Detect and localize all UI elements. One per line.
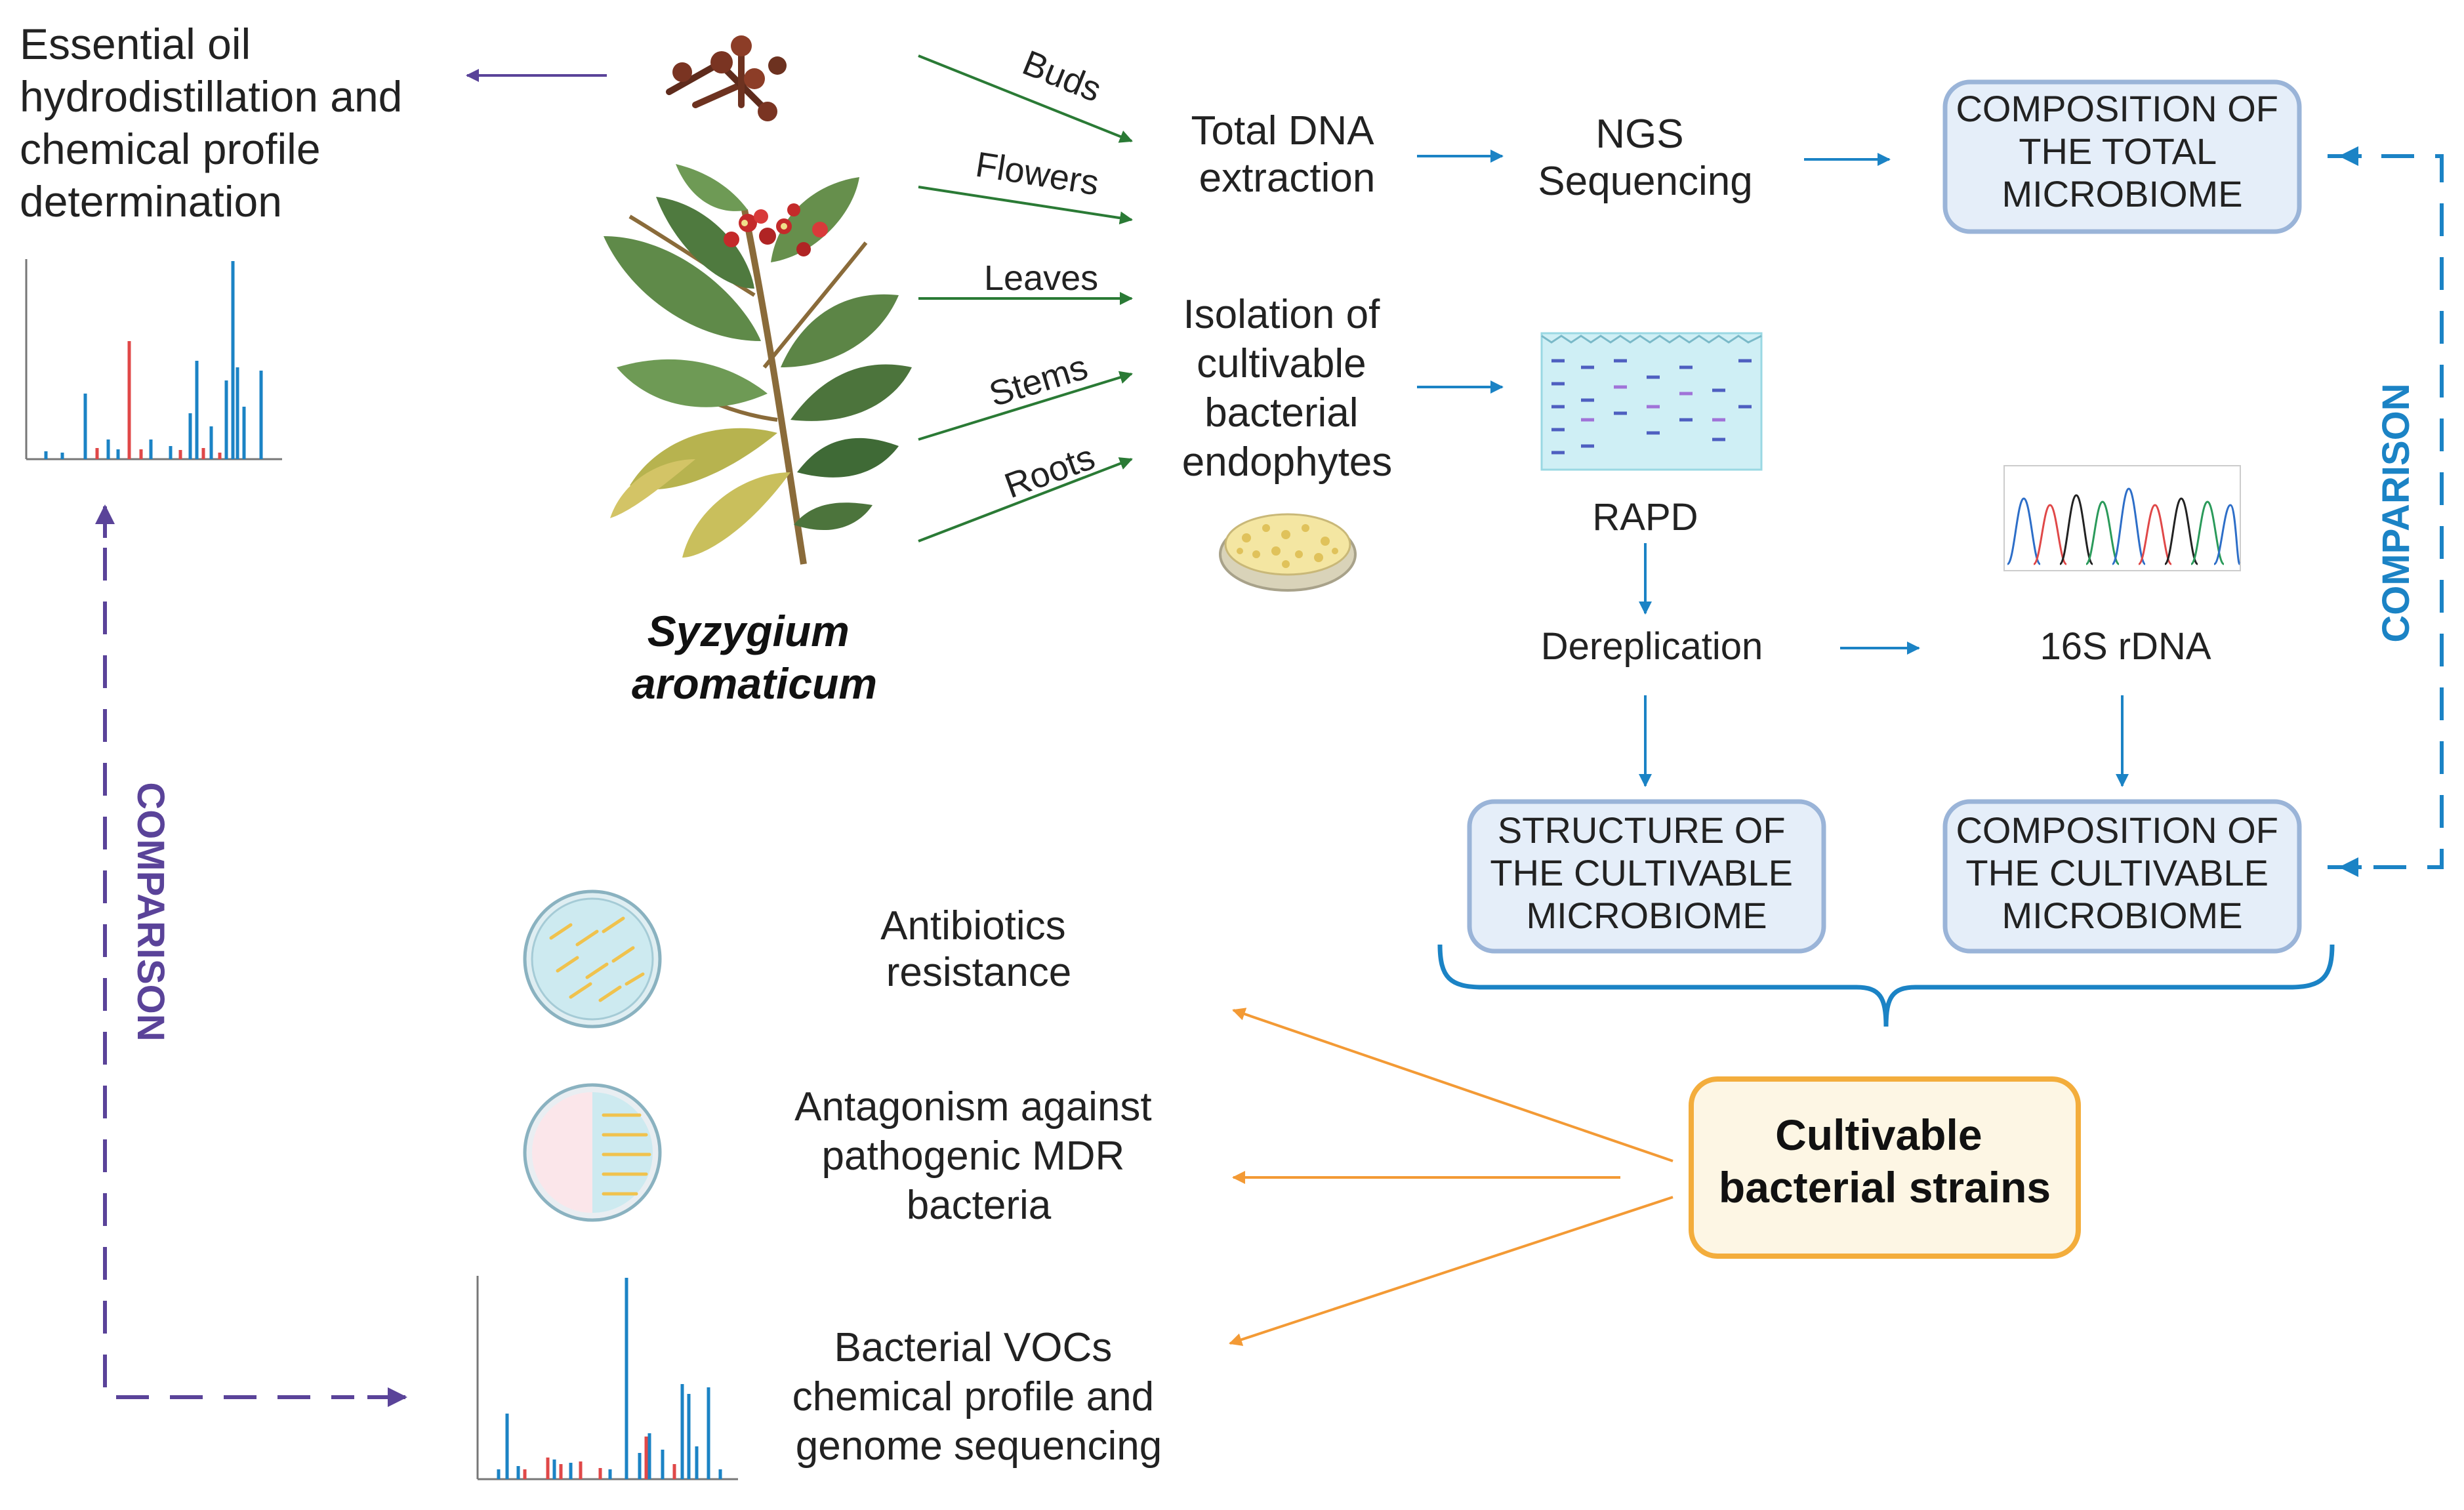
left-comparison-bracket (103, 548, 354, 1399)
left-comparison-label: COMPARISON (129, 782, 172, 1041)
right-comparison-label: COMPARISON (2375, 383, 2417, 642)
strains-to-vocs-arrow (1229, 1196, 1673, 1346)
structure-cultivable-label: STRUCTURE OF THE CULTIVABLE MICROBIOME (1490, 809, 1803, 936)
total-microbiome-label: COMPOSITION OF THE TOTAL MICROBIOME (1956, 88, 2288, 214)
essential-oil-chromatogram (25, 259, 282, 460)
rdna-label: 16S rDNA (2040, 625, 2211, 668)
essential-oil-label: Essential oil hydrodistillation and chem… (20, 20, 415, 226)
composition-cultivable-box (1942, 799, 2302, 954)
ngs-sequencing-label: NGS Sequencing (1538, 112, 1753, 204)
right-comparison-bracket (2328, 154, 2444, 869)
isolation-label: Isolation of cultivable bacterial endoph… (1182, 292, 1393, 485)
buds-arrow (918, 54, 1133, 143)
roots-arrow (918, 457, 1133, 542)
antagonism-dish-icon (523, 1083, 662, 1222)
part-leaves-label: Leaves (984, 258, 1098, 298)
flowers-arrow (918, 186, 1133, 225)
clove-plant-icon (604, 164, 912, 565)
antibiotics-dish-icon (523, 889, 662, 1029)
rapd-label: RAPD (1592, 496, 1698, 539)
strains-to-antibiotics-arrow (1232, 1008, 1673, 1162)
total-microbiome-box (1942, 79, 2302, 234)
cultivable-brace (1437, 944, 2335, 1027)
structure-cultivable-box (1467, 799, 1826, 954)
clove-buds-icon (666, 35, 787, 121)
culture-dish-icon (1219, 513, 1357, 592)
part-stems-label: Stems (985, 347, 1092, 414)
cultivable-strains-label: Cultivable bacterial strains (1719, 1111, 2051, 1212)
dereplication-label: Dereplication (1541, 625, 1763, 668)
plant-species-label: Syzygium aromaticum (632, 607, 877, 708)
sequence-trace-icon (2003, 465, 2241, 571)
total-dna-extraction-label: Total DNA extraction (1191, 108, 1384, 201)
cultivable-strains-box (1689, 1076, 2081, 1259)
part-roots-label: Roots (1000, 438, 1100, 506)
part-flowers-label: Flowers (973, 145, 1101, 203)
antagonism-label: Antagonism against pathogenic MDR bacter… (794, 1084, 1163, 1228)
rapd-gel-icon (1540, 332, 1763, 471)
composition-cultivable-label: COMPOSITION OF THE CULTIVABLE MICROBIOME (1956, 809, 2288, 936)
stems-arrow (918, 371, 1133, 441)
antibiotics-label: Antibiotics resistance (880, 903, 1077, 995)
vocs-chromatogram (476, 1276, 738, 1480)
vocs-label: Bacterial VOCs chemical profile and geno… (792, 1325, 1166, 1469)
